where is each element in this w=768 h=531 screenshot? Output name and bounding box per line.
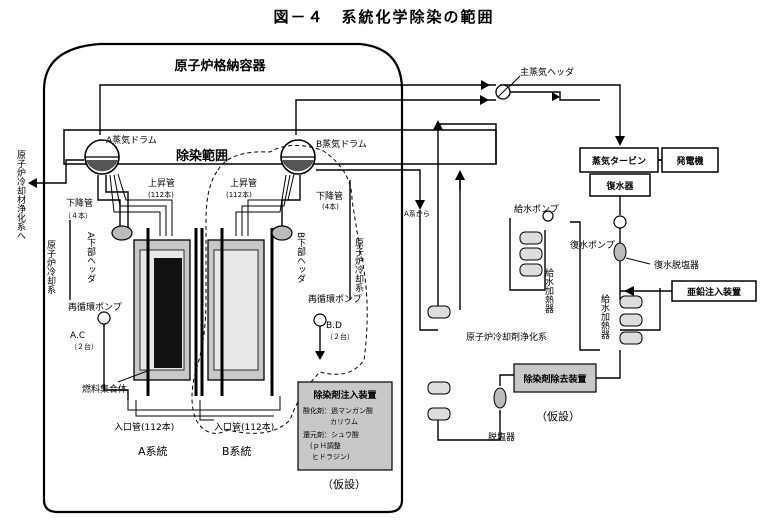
downcomer-a-count: （４本） [64, 211, 92, 220]
pump-a-count: （２台） [70, 342, 98, 351]
header-b-label: B下部ヘッダ [295, 232, 306, 283]
main-steam-line [99, 80, 625, 146]
right-piping [316, 120, 661, 441]
pump-a-id: A.C [70, 331, 85, 341]
reactor-core-b [200, 228, 274, 396]
to-purification-pipe [32, 159, 84, 184]
temp2-label: （仮設） [536, 409, 580, 423]
fuel-label: 燃料集合体 [82, 383, 127, 395]
riser-a-pipes [109, 173, 173, 236]
decon-removal-box [513, 363, 597, 393]
figure-title: 図－４ 系統化学除染の範囲 [273, 8, 494, 26]
pump-b-icon [313, 313, 327, 327]
riser-a-count: (112本) [148, 190, 174, 199]
header-b-icon [271, 225, 293, 241]
riser-b-label: 上昇管 [230, 177, 257, 189]
feed-heater-2-icon [619, 295, 643, 345]
drum-a-label: A蒸気ドラム [106, 134, 157, 146]
feed-pump-label: 給水ポンプ [514, 203, 559, 215]
pump-b-id: B.D [326, 321, 342, 331]
containment-label: 原子炉格納容器 [174, 58, 266, 74]
feed-heater-1-label: 給水加熱器 [543, 267, 554, 313]
downcomer-b-label: 下降管 [316, 190, 343, 202]
cond-pump-label: 復水ポンプ [570, 239, 615, 251]
demin-icon [613, 242, 627, 262]
decon-range-label: 除染範囲 [176, 148, 228, 164]
condenser-label: 復水器 [605, 180, 634, 192]
pump-b-label: 再循環ポンプ [308, 293, 362, 305]
inlet-a-label: 入口管(112本) [114, 421, 174, 433]
cooling-a-label: 原子炉冷却系 [45, 240, 56, 294]
riser-b-count: (112本) [226, 190, 252, 199]
pump-a-label: 再循環ポンプ [68, 301, 122, 313]
purif-sys-label-1: 原子炉冷却剤浄化系 [466, 331, 547, 343]
header-a-icon [111, 225, 133, 241]
oxidizer-label: 酸化剤：過マンガン酸 [303, 406, 373, 415]
inlet-b-label: 入口管(112本) [214, 421, 274, 433]
header-a-label: A下部ヘッダ [85, 232, 96, 283]
cooling-b-label: 原子炉冷却系 [353, 238, 364, 292]
ph2-label: ヒドラジン) [312, 453, 350, 461]
desalt-label: 脱塩器 [488, 431, 515, 443]
zinc-label: 亜鉛注入装置 [687, 286, 741, 298]
feed-heater-1-icon [519, 231, 543, 277]
svg-text:原子炉冷却材浄化系へ: 原子炉冷却材浄化系へ [15, 150, 26, 240]
riser-b-pipes [235, 173, 295, 236]
reducer-label: 還元剤：シュウ酸 [303, 430, 359, 439]
feed-pump-icon [542, 210, 554, 222]
drum-b-label: B蒸気ドラム [316, 138, 367, 150]
steam-drum-a [84, 139, 120, 175]
cond-pump-icon [613, 215, 627, 229]
inlet-pipes [127, 396, 281, 421]
system-b-label: B系統 [222, 444, 252, 458]
purif-left-label: 原子炉冷却材浄化系へ [15, 150, 26, 240]
downcomer-a-label: 下降管 [66, 197, 93, 209]
system-a-label: A系統 [138, 444, 168, 458]
pump-b-count: （２台） [326, 332, 354, 341]
feed-heater-2-label: 給水加熱器 [599, 293, 610, 339]
turbine-box [579, 147, 659, 173]
temp1-label: （仮設） [322, 477, 366, 491]
pump-a-icon [97, 311, 111, 325]
decon-removal-label: 除染剤除去装置 [523, 373, 586, 385]
purif-sys-equipment [427, 305, 451, 421]
steam-drum-b [280, 139, 316, 175]
downcomer-a-pipe [97, 175, 121, 228]
desalt-icon [493, 387, 507, 409]
main-steam-label: 主蒸気ヘッダ [520, 66, 574, 78]
reactor-core-a [133, 228, 198, 396]
decon-inject-box [297, 381, 393, 471]
demin-label: 復水脱塩器 [654, 259, 699, 271]
riser-a-label: 上昇管 [148, 177, 175, 189]
condenser-box [589, 173, 651, 197]
generator-label: 発電機 [675, 155, 703, 167]
from-a-label: A系から [404, 209, 430, 218]
downcomer-b-count: (4本) [322, 202, 339, 211]
decon-inject-label: 除染剤注入装置 [313, 389, 376, 401]
oxidizer2-label: カリウム [330, 418, 358, 426]
ph-label: (ｐＨ調整 [310, 441, 341, 450]
turbine-label: 蒸気タービン [592, 155, 646, 167]
downcomer-b-pipe [281, 175, 301, 228]
